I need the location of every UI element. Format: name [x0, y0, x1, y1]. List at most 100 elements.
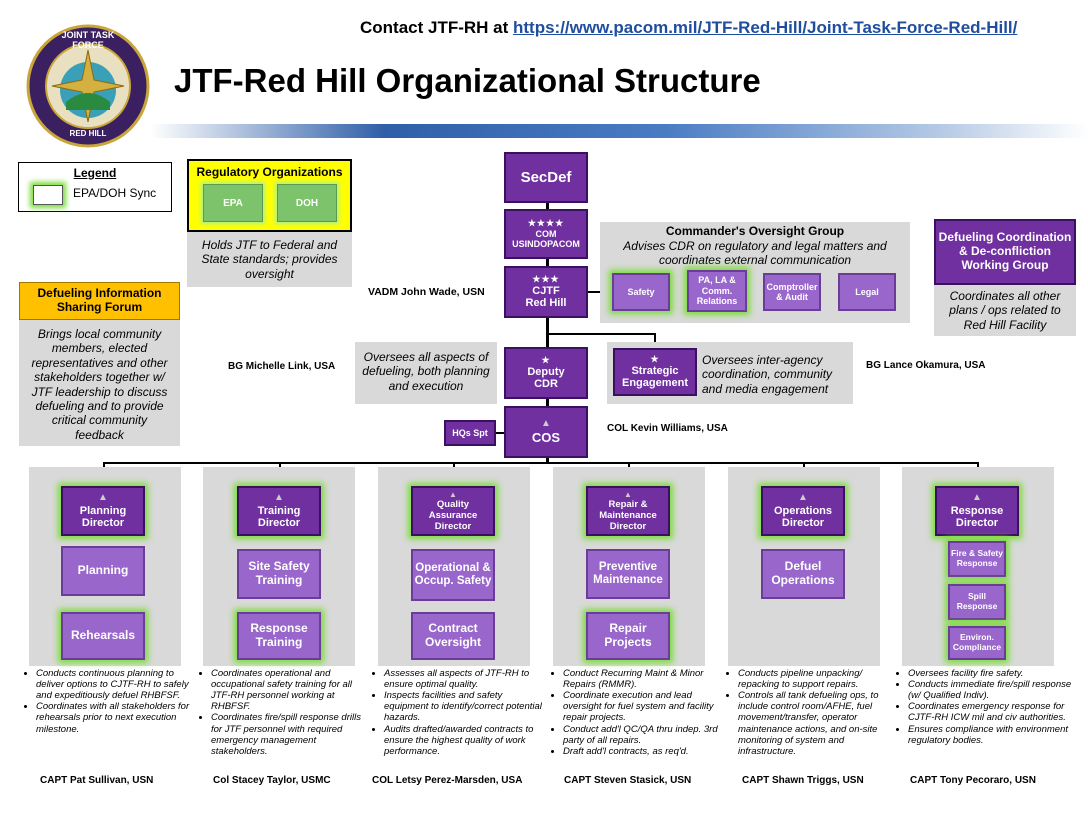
bullet: Oversees facility fire safety. — [908, 668, 1076, 679]
deputy-label: Deputy CDR — [527, 365, 565, 391]
four-star-icon: ★★★★ — [527, 218, 565, 229]
director-label-5: Operations Director — [773, 504, 833, 530]
sub-box-4b: Repair Projects — [586, 612, 670, 660]
bullets-4: Conduct Recurring Maint & Minor Repairs … — [553, 668, 723, 757]
legend-swatch — [33, 185, 63, 205]
bullet: Draft add'l contracts, as req'd. — [563, 746, 723, 757]
eagle-icon-2: ▲ — [274, 492, 284, 504]
bullet: Conduct add'l QC/QA thru indep. 3rd part… — [563, 724, 723, 746]
com-box: ★★★★ COM USINDOPACOM — [504, 209, 588, 259]
person-5: CAPT Shawn Triggs, USN — [742, 775, 864, 786]
sub-box-1b: Rehearsals — [61, 612, 145, 660]
cjtf-line1: CJTF — [532, 284, 560, 297]
bullet: Audits drafted/awarded contracts to ensu… — [384, 724, 546, 757]
eagle-icon-1: ▲ — [98, 492, 108, 504]
legend-box: Legend EPA/DOH Sync — [18, 162, 172, 212]
eagle-icon-4: ▲ — [624, 489, 632, 499]
oversight-title: Commander's Oversight Group — [665, 224, 845, 238]
sub-box-1a: Planning — [61, 546, 145, 596]
bullets-2: Coordinates operational and occupational… — [201, 668, 371, 757]
oversight-desc: Advises CDR on regulatory and legal matt… — [623, 239, 887, 268]
sub-box-3b: Contract Oversight — [411, 612, 495, 660]
bullet: Controls all tank defueling ops, to incl… — [738, 690, 898, 757]
bullets-1: Conducts continuous planning to deliver … — [26, 668, 196, 735]
director-box-5: ▲ Operations Director — [761, 486, 845, 536]
defuel-coord-desc: Coordinates all other plans / ops relate… — [934, 285, 1076, 336]
bullet: Conducts continuous planning to deliver … — [36, 668, 196, 701]
cos-person: COL Kevin Williams, USA — [607, 423, 728, 434]
contact-line: Contact JTF-RH at https://www.pacom.mil/… — [360, 18, 1017, 38]
staff-connector — [547, 333, 655, 335]
cos-label: COS — [531, 429, 561, 445]
eagle-icon-6: ▲ — [972, 492, 982, 504]
sub-box-2b: Response Training — [237, 612, 321, 660]
person-2: Col Stacey Taylor, USMC — [213, 775, 331, 786]
strategic-desc: Oversees inter-agency coordination, comm… — [702, 353, 833, 396]
eagle-icon: ▲ — [541, 418, 551, 430]
one-star-icon: ★ — [541, 355, 551, 366]
director-label-4: Repair & Maintenance Director — [599, 498, 657, 532]
director-box-1: ▲ Planning Director — [61, 486, 145, 536]
person-6: CAPT Tony Pecoraro, USN — [910, 775, 1036, 786]
sub-box-4a: Preventive Maintenance — [586, 549, 670, 599]
bullet: Ensures compliance with environment regu… — [908, 724, 1076, 746]
director-box-2: ▲ Training Director — [237, 486, 321, 536]
forum-desc: Brings local community members, elected … — [19, 320, 180, 446]
director-box-3: ▲ Quality Assurance Director — [411, 486, 495, 536]
oversight-legal: Legal — [838, 273, 896, 311]
epa-box: EPA — [203, 184, 263, 222]
three-star-icon: ★★★ — [532, 274, 560, 285]
sub-box-3a: Operational & Occup. Safety — [411, 549, 495, 601]
eagle-icon-5: ▲ — [798, 492, 808, 504]
director-label-1: Planning Director — [79, 504, 127, 530]
forum-title-box: Defueling Information Sharing Forum — [19, 282, 180, 320]
cjtf-line2: Red Hill — [525, 297, 567, 310]
regulatory-desc: Holds JTF to Federal and State standards… — [187, 232, 352, 287]
strategic-person: BG Lance Okamura, USA — [866, 360, 986, 371]
bullet: Conducts immediate fire/spill response (… — [908, 679, 1076, 701]
strategic-drop — [654, 333, 656, 349]
sub-box-2a: Site Safety Training — [237, 549, 321, 599]
deputy-box: ★ Deputy CDR — [504, 347, 588, 399]
title-underline-bar — [150, 124, 1088, 138]
director-bus — [103, 462, 979, 464]
person-4: CAPT Steven Stasick, USN — [564, 775, 692, 786]
legend-title: Legend — [73, 166, 117, 180]
eagle-icon-3: ▲ — [449, 489, 457, 499]
bullet: Coordinates operational and occupational… — [211, 668, 371, 712]
sub-box-6a: Fire & Safety Response — [948, 541, 1006, 577]
com-line1: COM — [535, 228, 557, 239]
contact-prefix: Contact JTF-RH at — [360, 18, 513, 37]
sub-box-6b: Spill Response — [948, 584, 1006, 620]
bullets-6: Oversees facility fire safety. Conducts … — [898, 668, 1076, 746]
bullets-3: Assesses all aspects of JTF-RH to ensure… — [374, 668, 546, 757]
jtf-seal: JOINT TASK FORCE RED HILL — [26, 24, 150, 148]
oversight-pa-la: PA, LA & Comm. Relations — [687, 270, 747, 312]
one-star-icon-2: ★ — [650, 354, 660, 365]
seal-top-text: JOINT TASK FORCE — [61, 30, 115, 50]
seal-icon — [26, 24, 150, 148]
bullet: Inspects facilities and safety equipment… — [384, 690, 546, 723]
person-3: COL Letsy Perez-Marsden, USA — [372, 775, 523, 786]
oversight-comptroller: Comptroller & Audit — [763, 273, 821, 311]
secdef-box: SecDef — [504, 152, 588, 203]
strategic-box: ★ Strategic Engagement — [613, 348, 697, 396]
deputy-person: BG Michelle Link, USA — [228, 361, 336, 372]
bullets-5: Conducts pipeline unpacking/ repacking t… — [728, 668, 898, 757]
bullet: Coordinates fire/spill response drills f… — [211, 712, 371, 756]
deputy-desc: Oversees all aspects of defueling, both … — [355, 342, 497, 404]
sub-box-6c: Environ. Compliance — [948, 626, 1006, 660]
bullet: Coordinates with all stakeholders for re… — [36, 701, 196, 734]
director-label-3: Quality Assurance Director — [428, 498, 478, 532]
contact-link[interactable]: https://www.pacom.mil/JTF-Red-Hill/Joint… — [513, 18, 1018, 37]
bullet: Conduct Recurring Maint & Minor Repairs … — [563, 668, 723, 690]
bullet: Assesses all aspects of JTF-RH to ensure… — [384, 668, 546, 690]
director-label-2: Training Director — [257, 504, 301, 530]
cos-box: ▲ COS — [504, 406, 588, 458]
cjtf-person: VADM John Wade, USN — [368, 286, 485, 298]
director-label-6: Response Director — [950, 504, 1004, 530]
bullet: Coordinate execution and lead oversight … — [563, 690, 723, 723]
doh-box: DOH — [277, 184, 337, 222]
bullet: Conducts pipeline unpacking/ repacking t… — [738, 668, 898, 690]
page-title: JTF-Red Hill Organizational Structure — [174, 62, 761, 99]
